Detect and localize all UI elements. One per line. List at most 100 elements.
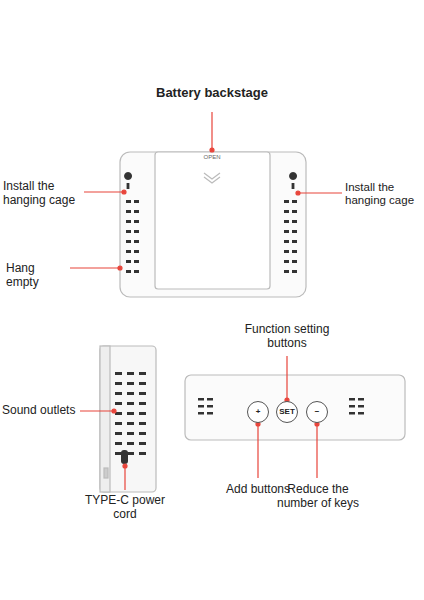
leader-line	[80, 410, 114, 411]
vent-slot	[284, 230, 289, 233]
vent-slot	[198, 398, 204, 401]
vent-slot	[134, 270, 139, 273]
leader-line	[298, 192, 342, 193]
keyhole	[289, 172, 297, 189]
vent-slot	[127, 452, 134, 455]
vent-slot	[139, 432, 146, 435]
vent-slot	[115, 442, 122, 445]
vent-slot	[115, 402, 122, 405]
vent-slot	[292, 240, 297, 243]
vent-slot	[134, 260, 139, 263]
vent-slot	[115, 372, 122, 375]
vent-slot	[284, 260, 289, 263]
leader-line	[211, 112, 212, 150]
callout-label: Sound outlets	[2, 404, 80, 418]
vent-slot	[284, 270, 289, 273]
vent-slot	[127, 392, 134, 395]
vent-slot	[134, 240, 139, 243]
button-label: SET	[279, 408, 295, 416]
vent-slot	[198, 412, 204, 415]
vent-slot	[127, 402, 134, 405]
vent-slot	[292, 200, 297, 203]
callout-label: Install the hanging cage	[3, 180, 83, 208]
vent-slot	[207, 398, 213, 401]
vent-slot	[126, 240, 131, 243]
leader-dot	[122, 190, 126, 194]
vent-slot	[139, 392, 146, 395]
callout-label: Function setting buttons	[232, 323, 342, 351]
vent-slot	[126, 200, 131, 203]
vent-slot	[127, 412, 134, 415]
round-button: +	[247, 401, 269, 423]
vent-slot	[358, 412, 364, 415]
vent-slot	[292, 260, 297, 263]
button-label: −	[315, 408, 320, 416]
vent-slot	[284, 220, 289, 223]
vent-slot	[292, 250, 297, 253]
vent-slot	[292, 270, 297, 273]
vent-slot	[115, 422, 122, 425]
vent-slot	[284, 250, 289, 253]
vent-slot	[139, 422, 146, 425]
vent-slot	[139, 452, 146, 455]
vent-slot	[115, 392, 122, 395]
vent-slot	[134, 250, 139, 253]
vent-slot	[292, 210, 297, 213]
button-label: +	[256, 408, 261, 416]
vent-slot	[284, 210, 289, 213]
round-button: SET	[276, 401, 298, 423]
vent-slot	[127, 382, 134, 385]
type-c-port	[121, 450, 128, 464]
vent-slot	[134, 200, 139, 203]
battery-cover	[155, 152, 270, 289]
vent-slot	[126, 210, 131, 213]
callout-label: Reduce the number of keys	[268, 483, 368, 511]
leader-dot	[210, 148, 214, 152]
vent-slot	[126, 230, 131, 233]
vent-slot	[292, 220, 297, 223]
vent-slot	[349, 405, 355, 408]
side-foot	[104, 468, 108, 478]
vent-slot	[139, 402, 146, 405]
leader-line	[70, 267, 120, 268]
keyhole	[124, 172, 132, 189]
vent-slot	[115, 452, 122, 455]
leader-dot	[123, 464, 127, 468]
leader-line	[286, 356, 287, 400]
vent-slot	[358, 398, 364, 401]
cover-marking: OPEN	[196, 154, 228, 161]
vent-slot	[358, 405, 364, 408]
callout-label: Install the hanging cage	[345, 181, 422, 207]
side-housing	[100, 346, 156, 492]
leader-line	[257, 424, 258, 478]
vent-slot	[139, 372, 146, 375]
vent-slot	[126, 250, 131, 253]
top-housing	[185, 375, 405, 440]
vent-slot	[115, 432, 122, 435]
diagram-title: Battery backstage	[112, 86, 312, 101]
side-edge	[100, 346, 110, 492]
vent-slot	[134, 210, 139, 213]
vent-slot	[139, 442, 146, 445]
leader-line	[316, 424, 317, 478]
vent-slot	[207, 405, 213, 408]
leader-line	[124, 466, 125, 490]
vent-slot	[292, 230, 297, 233]
vent-slot	[134, 230, 139, 233]
leader-line	[84, 191, 124, 192]
vent-slot	[127, 422, 134, 425]
vent-slot	[126, 270, 131, 273]
vent-slot	[115, 382, 122, 385]
leader-dot	[296, 191, 300, 195]
leader-dot	[118, 266, 122, 270]
vent-slot	[127, 442, 134, 445]
vent-slot	[207, 412, 213, 415]
vent-slot	[198, 405, 204, 408]
open-chevron	[204, 177, 220, 183]
round-button: −	[306, 401, 328, 423]
vent-slot	[127, 372, 134, 375]
vent-slot	[139, 412, 146, 415]
leader-dot	[112, 409, 116, 413]
vent-slot	[349, 412, 355, 415]
vent-slot	[126, 220, 131, 223]
